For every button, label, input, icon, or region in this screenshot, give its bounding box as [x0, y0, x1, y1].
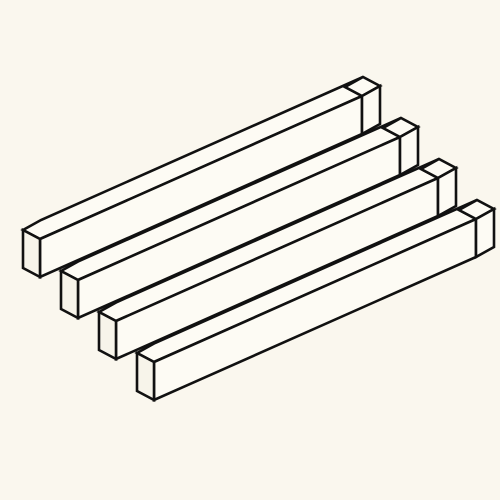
bar-far-end-face [398, 124, 420, 178]
bar-end-face [97, 309, 118, 362]
bar-far-end-face [436, 165, 458, 219]
bar-1 [20, 75, 383, 280]
bar-far-end-face [360, 83, 382, 137]
bar-end-face [135, 350, 156, 403]
bar-end-face [59, 268, 80, 321]
bar-far-end-face [474, 206, 496, 260]
bar-2 [58, 116, 421, 321]
bar-end-face [21, 227, 42, 280]
bar-4 [134, 198, 497, 403]
bars-group [20, 75, 497, 403]
